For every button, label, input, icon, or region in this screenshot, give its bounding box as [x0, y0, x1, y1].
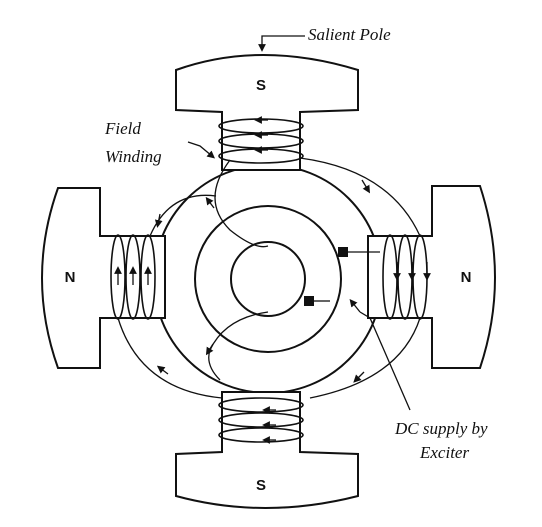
bottom-pole-label: S [256, 477, 266, 494]
field-winding-label-line2: Winding [105, 147, 162, 166]
top-pole [175, 54, 359, 171]
rotor-outer-ring [153, 164, 383, 394]
magnetic-flux-paths [117, 157, 421, 399]
bottom-pole [175, 391, 359, 509]
dc-supply-label-line2: Exciter [419, 443, 469, 462]
exciter-terminal-bottom [304, 296, 314, 306]
winding-leads [205, 159, 269, 381]
rotor-middle-ring [194, 205, 342, 353]
field-winding-label-line1: Field [104, 119, 141, 138]
shaft-ring [230, 241, 306, 317]
right-pole-label: N [461, 269, 472, 286]
bottom-field-coil [218, 397, 304, 444]
right-pole [367, 185, 496, 369]
callout-leaders [187, 35, 411, 411]
left-pole [41, 187, 166, 369]
dc-supply-label-line1: DC supply by [394, 419, 488, 438]
top-pole-label: S [256, 77, 266, 94]
salient-pole-label: Salient Pole [308, 25, 391, 44]
left-field-coil [110, 234, 156, 320]
left-pole-label: N [65, 269, 76, 286]
top-field-coil [218, 116, 304, 164]
exciter-terminal-top [338, 247, 348, 257]
